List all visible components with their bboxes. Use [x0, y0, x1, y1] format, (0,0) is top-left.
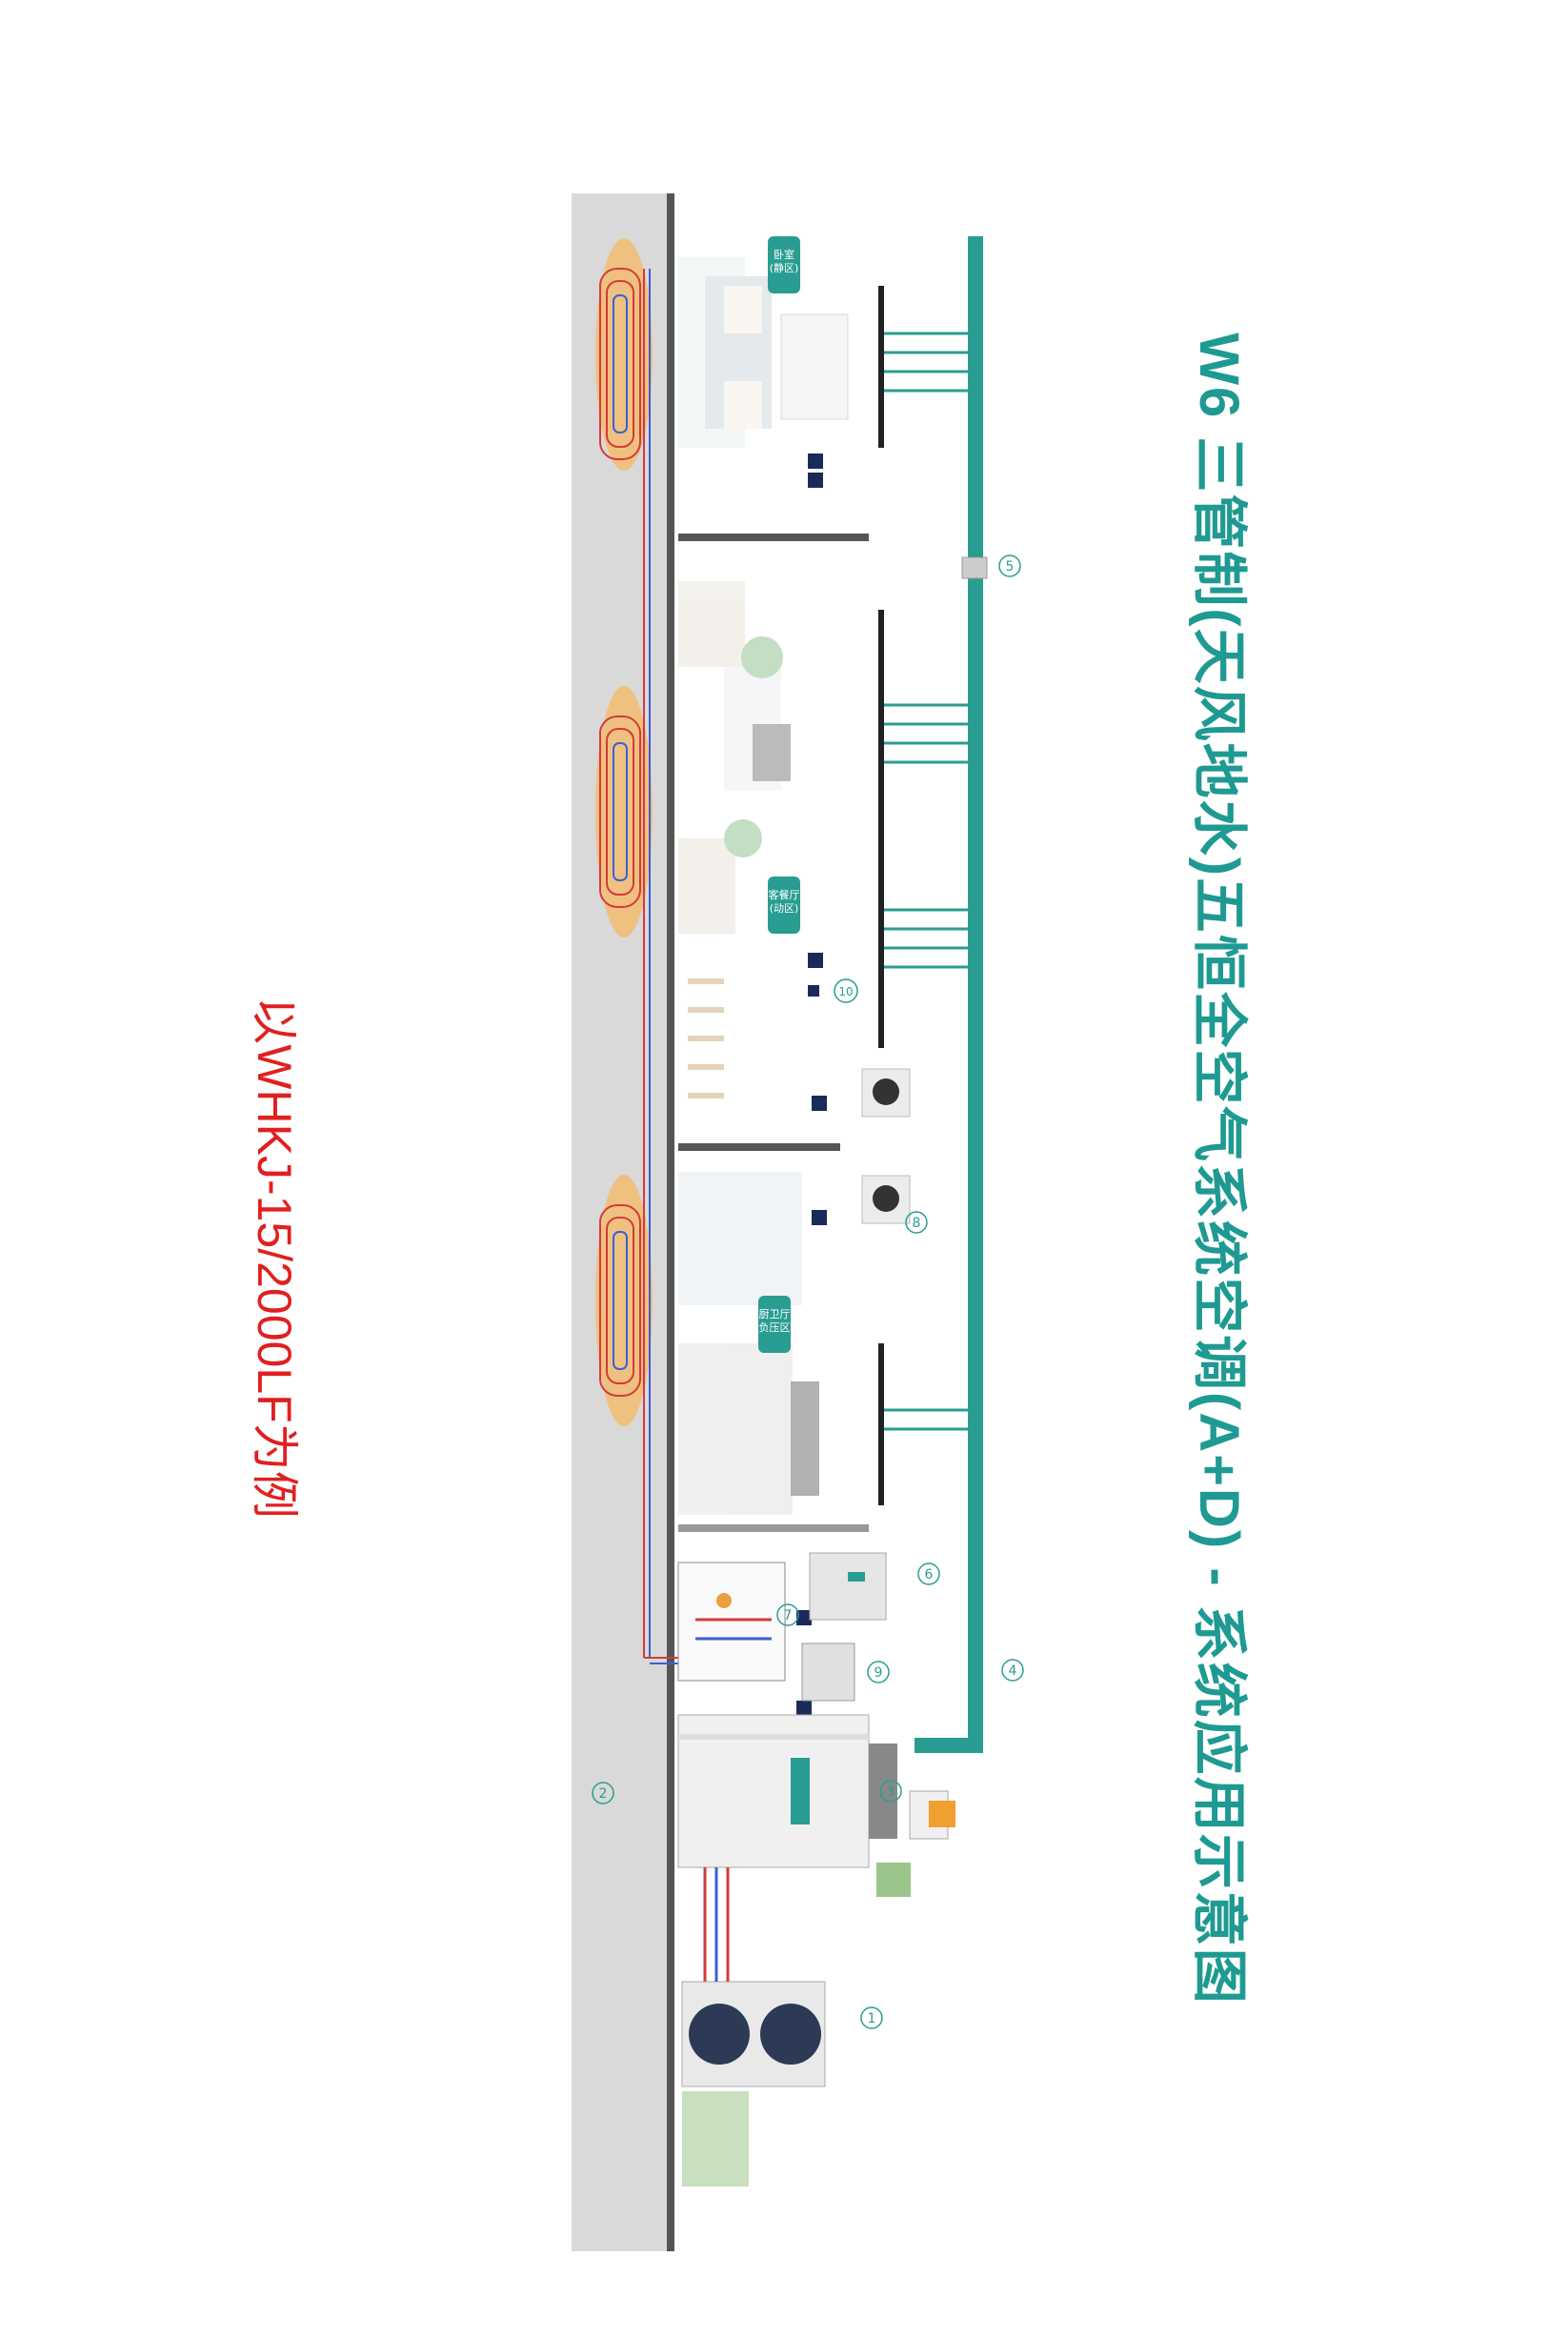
hydraulic-manifold [677, 1562, 786, 1682]
room-label-text: 卧室(静区) [770, 248, 799, 274]
model-note: 以WHKJ-15/2000LF为例 [248, 997, 301, 1519]
outdoor-heat-pump [681, 1981, 826, 2187]
air-damper [961, 556, 988, 579]
marker-label: 10 [838, 985, 853, 998]
air-diffusers [878, 286, 884, 1505]
marker-label: 6 [925, 1567, 934, 1582]
room-label-bedroom: 卧室(静区) [768, 236, 800, 293]
floor-heating-coil-1 [595, 238, 653, 471]
marker-4: 4 [1001, 1659, 1024, 1682]
marker-label: 2 [599, 1786, 608, 1802]
marker-7: 7 [776, 1603, 799, 1626]
marker-label: 3 [887, 1784, 895, 1800]
marker-8: 8 [905, 1211, 928, 1234]
marker-label: 1 [868, 2011, 876, 2026]
marker-9: 9 [867, 1661, 890, 1683]
room-label-text: 厨卫厅(负压区) [754, 1308, 794, 1334]
floor-heating-coil-2 [595, 686, 653, 937]
kitchen-bath-scene [678, 1172, 819, 1515]
floor-heating-coil-3 [595, 1175, 653, 1426]
fresh-air-intake [876, 1790, 955, 1897]
marker-2: 2 [592, 1782, 614, 1804]
marker-3: 3 [879, 1780, 902, 1803]
water-heater [809, 1552, 887, 1621]
outdoor-pipes [703, 1867, 730, 1982]
room-label-kitchen: 厨卫厅(负压区) [754, 1296, 794, 1353]
marker-label: 9 [874, 1665, 883, 1681]
ventilation-units [861, 1068, 911, 1224]
marker-10: 10 [834, 978, 858, 1003]
main-air-duct [915, 236, 983, 1753]
marker-5: 5 [998, 554, 1021, 577]
diagram-title: W6 三管制(天风地水)五恒全空气系统空调(A+D) - 系统应用示意图 [1188, 333, 1250, 2005]
bedroom-scene [678, 257, 849, 448]
electric-box [801, 1643, 855, 1702]
marker-1: 1 [860, 2006, 883, 2029]
room-label-text: 客餐厅(动区) [769, 888, 800, 915]
air-handler-unit [677, 1714, 897, 1868]
marker-label: 5 [1006, 559, 1015, 574]
marker-6: 6 [917, 1562, 940, 1585]
marker-label: 4 [1009, 1663, 1017, 1679]
control-panels [796, 453, 827, 1730]
markers: 1 2 3 4 5 6 7 8 [592, 554, 1024, 2029]
marker-label: 7 [784, 1608, 793, 1623]
room-label-living: 客餐厅(动区) [768, 877, 800, 934]
branch-ducts [884, 332, 968, 1431]
partition-walls [678, 534, 869, 1532]
marker-label: 8 [913, 1216, 921, 1231]
living-room-scene [678, 581, 791, 1098]
